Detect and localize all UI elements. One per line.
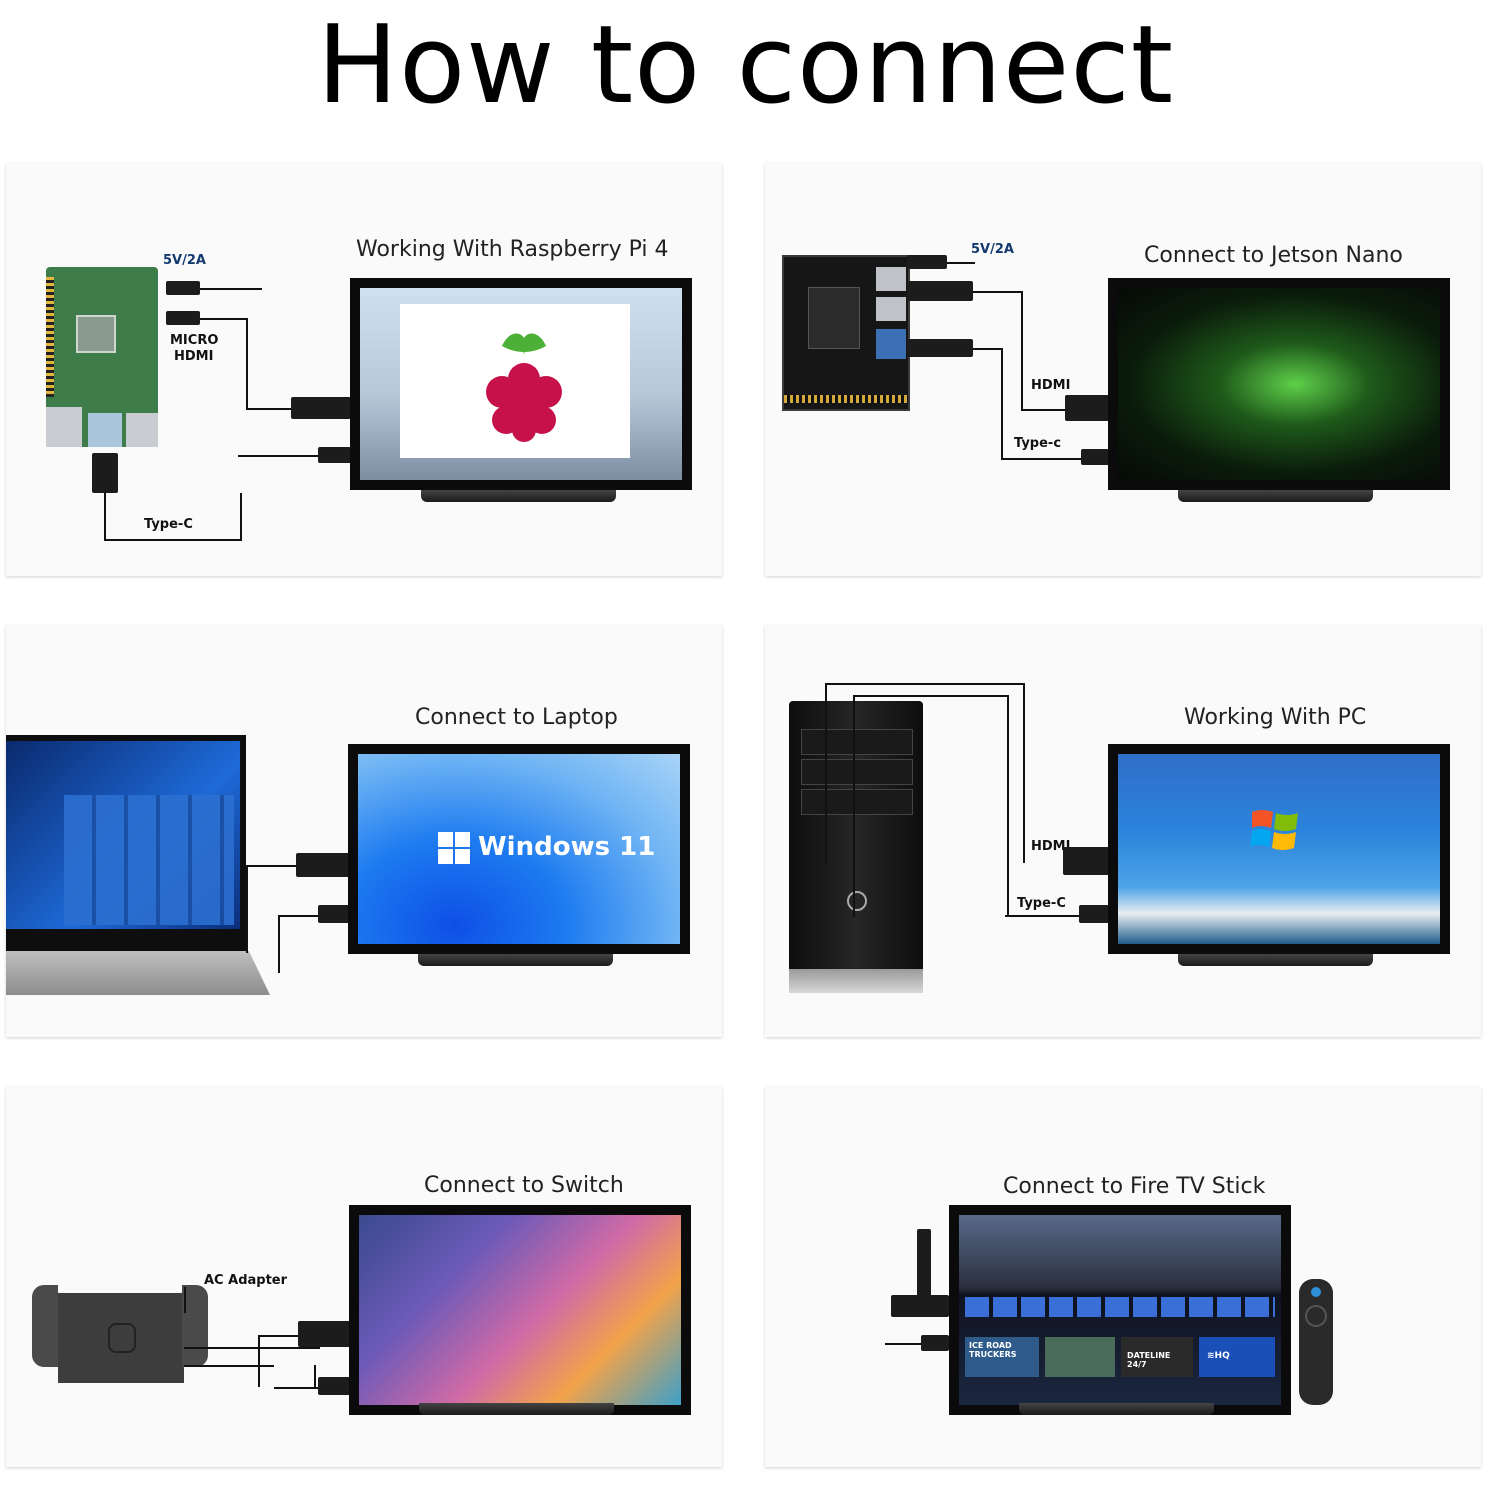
hdmi-plug <box>907 281 973 301</box>
monitor-stand <box>418 954 613 966</box>
monitor-stand <box>1178 490 1373 502</box>
monitor-screen: ICE ROAD TRUCKERS DATELINE 24/7 ≋HQ <box>959 1215 1281 1405</box>
tile-hq: ≋HQ <box>1199 1337 1275 1377</box>
usb-port-icon <box>88 413 122 447</box>
type-c-label: Type-C <box>1017 896 1066 911</box>
hdmi-plug <box>296 853 352 877</box>
panel-title: Connect to Jetson Nano <box>1144 243 1403 268</box>
monitor-stand <box>1019 1403 1214 1415</box>
port-icon <box>876 267 906 291</box>
portable-monitor: Windows 11 <box>348 744 690 954</box>
app-row <box>965 1297 1275 1317</box>
windows-11-text: Windows 11 <box>478 832 656 862</box>
gpio-header <box>784 395 908 403</box>
joycon-right <box>182 1285 208 1367</box>
fire-tv-remote <box>1299 1279 1333 1405</box>
power-label: 5V/2A <box>163 253 206 268</box>
gpio-header <box>46 277 54 397</box>
hdmi-plug <box>1065 395 1109 421</box>
windows-logo-icon <box>438 832 470 864</box>
panel-title: Connect to Laptop <box>415 705 618 730</box>
power-plug <box>907 255 947 269</box>
type-c-plug <box>1079 905 1109 923</box>
ethernet-port-icon <box>126 413 158 447</box>
pc-tower <box>789 701 923 993</box>
micro-hdmi-label-line1: MICRO <box>170 333 219 348</box>
usb-plug <box>917 1229 931 1299</box>
ac-adapter-label: AC Adapter <box>204 1273 288 1288</box>
switch-logo-icon <box>108 1323 136 1353</box>
voice-button-icon <box>1311 1287 1321 1297</box>
micro-hdmi-plug <box>166 311 200 325</box>
usb-port-icon <box>876 329 906 359</box>
monitor-screen: Windows 11 <box>358 754 680 944</box>
type-c-label: Type-c <box>1014 436 1062 451</box>
portable-monitor <box>349 1205 691 1415</box>
raspberry-logo-icon <box>472 324 576 444</box>
portable-monitor <box>1108 744 1450 954</box>
type-c-plug <box>921 1335 949 1351</box>
start-menu <box>64 795 234 925</box>
tile-movie <box>1045 1337 1115 1377</box>
type-c-plug <box>318 447 352 463</box>
laptop-device <box>6 735 246 951</box>
panel-title: Working With PC <box>1184 705 1367 730</box>
joycon-left <box>32 1285 58 1367</box>
drive-bay <box>801 759 913 785</box>
monitor-screen <box>1118 288 1440 480</box>
portable-monitor: ICE ROAD TRUCKERS DATELINE 24/7 ≋HQ <box>949 1205 1291 1415</box>
laptop-keyboard <box>6 951 270 995</box>
monitor-stand <box>1178 954 1373 966</box>
panel-title: Connect to Switch <box>424 1173 624 1198</box>
monitor-stand <box>419 1403 614 1415</box>
hdmi-plug <box>298 1321 352 1347</box>
hdmi-plug <box>291 397 351 419</box>
type-c-plug <box>318 1377 352 1395</box>
jetson-nano-board <box>782 255 910 411</box>
tower-base <box>789 969 923 993</box>
fire-tv-stick <box>891 1295 949 1317</box>
portable-monitor <box>350 278 692 490</box>
usb-plug <box>907 339 973 357</box>
windows-logo-icon <box>1250 806 1300 852</box>
micro-hdmi-label-line2: HDMI <box>174 349 214 364</box>
panel-pc: Working With PC HDMI Type-C <box>765 625 1481 1037</box>
panel-laptop: Connect to Laptop Windows 11 <box>6 625 722 1037</box>
panel-switch: Connect to Switch AC Adapter <box>6 1087 722 1467</box>
port-icon <box>876 297 906 321</box>
usb-port-icon <box>46 407 82 447</box>
power-label: 5V/2A <box>971 242 1014 257</box>
raspberry-pi-board <box>46 267 158 447</box>
drive-bay <box>801 729 913 755</box>
panel-fire-tv-stick: Connect to Fire TV Stick ICE ROAD TRUCKE… <box>765 1087 1481 1467</box>
switch-dock <box>58 1293 184 1383</box>
type-c-label: Type-C <box>144 517 193 532</box>
laptop-screen <box>6 741 240 929</box>
power-plug <box>166 281 200 295</box>
chip-icon <box>76 315 116 353</box>
monitor-screen <box>359 1215 681 1405</box>
hdmi-label: HDMI <box>1031 839 1071 854</box>
monitor-screen <box>1118 754 1440 944</box>
panel-jetson-nano: Connect to Jetson Nano 5V/2A HDMI Type-c <box>765 163 1481 576</box>
switch-console <box>32 1285 208 1383</box>
monitor-screen <box>360 288 682 480</box>
heatsink-icon <box>808 287 860 349</box>
hdmi-plug <box>1063 847 1109 875</box>
portable-monitor <box>1108 278 1450 490</box>
usb-plug <box>92 453 118 493</box>
panel-title: Working With Raspberry Pi 4 <box>356 237 669 262</box>
type-c-plug <box>1081 449 1109 465</box>
page-title: How to connect <box>316 3 1175 128</box>
type-c-plug <box>318 905 350 923</box>
tile-ice-road-truckers: ICE ROAD TRUCKERS <box>965 1337 1039 1377</box>
hdmi-label: HDMI <box>1031 378 1071 393</box>
monitor-stand <box>421 490 616 502</box>
tile-dateline: DATELINE 24/7 <box>1121 1337 1193 1377</box>
panel-raspberry-pi: Working With Raspberry Pi 4 5V/2A MICRO … <box>6 163 722 576</box>
panel-title: Connect to Fire TV Stick <box>1003 1174 1266 1199</box>
drive-bay <box>801 789 913 815</box>
dpad-icon <box>1305 1305 1327 1327</box>
hp-logo-icon <box>847 891 867 911</box>
